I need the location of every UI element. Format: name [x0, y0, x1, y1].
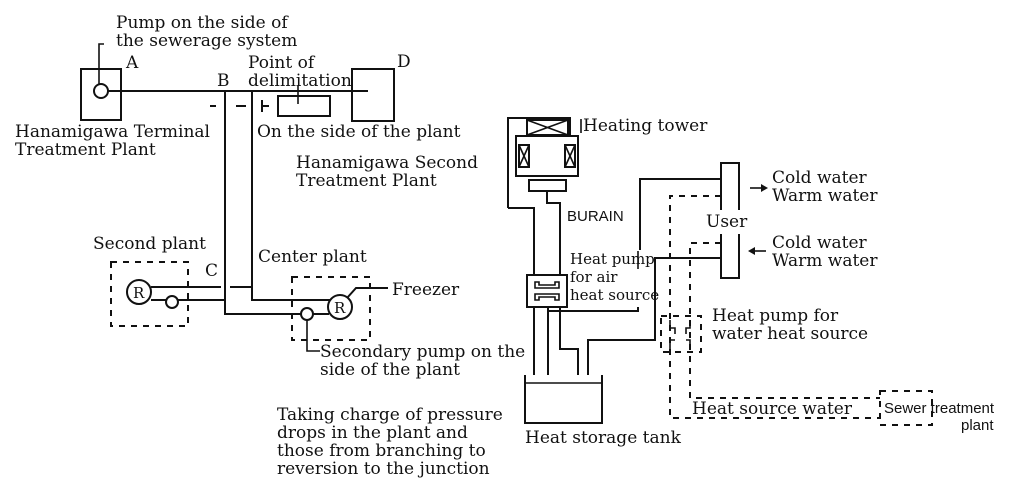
user-supply-line: [639, 178, 721, 250]
inflow-label-line1: Cold water: [772, 233, 868, 253]
brine-line-right: [546, 191, 561, 275]
user-return-line: [587, 257, 721, 402]
heat-source-return-line: [548, 307, 639, 312]
user-label-bg: [716, 210, 744, 234]
terminal-plant-box: [80, 68, 122, 121]
water-heat-pump-icon: [669, 320, 691, 350]
heat-source-water-loop-outer: [669, 195, 880, 419]
sewer-plant-label-line2: plant: [961, 417, 994, 434]
secondary-pump-icon: [300, 307, 314, 321]
outflow-label-line2: Warm water: [772, 186, 878, 206]
delimitation-valve-box: [277, 95, 331, 117]
point-d-label: D: [397, 52, 411, 72]
point-c-label: C: [205, 261, 218, 281]
heat-storage-tank: [524, 375, 603, 424]
air-heat-pump-label-line3: heat source: [570, 286, 659, 304]
pump-label-line1: Pump on the side of: [116, 13, 289, 33]
water-heat-pump-label-line1: Heat pump for: [712, 306, 839, 326]
outflow-label-line1: Cold water: [772, 168, 868, 188]
pump-label-line2: the sewerage system: [116, 31, 297, 51]
plant-side-label: On the side of the plant: [257, 122, 461, 142]
burain-label: BURAIN: [567, 208, 624, 225]
terminal-plant-label-line1: Hanamigawa Terminal: [15, 122, 210, 142]
freezer-line: [346, 287, 388, 299]
heating-tower-icon: [507, 117, 579, 208]
secondary-pump-label-line2: side of the plant: [320, 360, 460, 380]
storage-tank-label: Heat storage tank: [525, 428, 682, 448]
water-heat-pump-boundary: [660, 315, 702, 353]
inflow-arrow-icon: [748, 247, 766, 255]
brine-line-left: [508, 207, 535, 275]
center-plant-boundary: [291, 276, 371, 341]
inflow-label-line2: Warm water: [772, 251, 878, 271]
branch-pipe-inner: [251, 91, 330, 301]
pump-leader-line: [98, 43, 104, 84]
center-plant-refrigerator-icon: [327, 294, 353, 320]
second-plant-label: Second plant: [93, 234, 206, 254]
note-line4: reversion to the junction: [277, 459, 490, 479]
freezer-label: Freezer: [392, 280, 460, 300]
sewer-treatment-plant-boundary: [879, 390, 933, 426]
second-plant-boundary: [110, 261, 189, 327]
air-heat-pump-label-line2: for air: [570, 268, 618, 286]
center-plant-r-symbol: R: [334, 299, 346, 317]
center-plant-label: Center plant: [258, 247, 367, 267]
second-treatment-label-line1: Hanamigawa Second: [296, 153, 478, 173]
sewer-plant-label-line1: Sewer treatment: [884, 400, 995, 417]
note-line2: drops in the plant and: [277, 423, 468, 443]
second-plant-box-d: [351, 68, 395, 122]
heating-tower-label: Heating tower: [583, 116, 708, 136]
second-plant-refrigerator-icon: [126, 279, 152, 305]
left-system: Pump on the side of the sewerage system …: [15, 13, 525, 479]
heat-source-water-label: Heat source water: [692, 399, 853, 419]
point-b-label: B: [217, 71, 230, 91]
air-heat-pump-label-line1: Heat pump: [570, 250, 655, 268]
point-a-label: A: [125, 53, 139, 73]
branch-pipe-outer: [224, 91, 302, 315]
delimitation-label-line2: delimitation: [248, 71, 352, 91]
secondary-pump-leader: [306, 320, 320, 352]
second-treatment-label-line2: Treatment Plant: [296, 171, 437, 191]
air-heat-pump-icon: [526, 274, 568, 308]
user-label: User: [706, 212, 748, 232]
note-line3: those from branching to: [277, 441, 486, 461]
secondary-pump-label-line1: Secondary pump on the: [320, 342, 525, 362]
note-line1: Taking charge of pressure: [277, 405, 503, 425]
delimitation-label-line1: Point of: [248, 53, 316, 73]
water-heat-pump-label-line2: water heat source: [712, 324, 868, 344]
outflow-arrow-icon: [750, 184, 768, 192]
second-plant-pump-icon: [165, 295, 179, 309]
second-plant-r-symbol: R: [133, 284, 145, 302]
right-system: Heating tower BURAIN Heat pump for air h…: [507, 116, 995, 448]
terminal-plant-label-line2: Treatment Plant: [15, 140, 156, 160]
